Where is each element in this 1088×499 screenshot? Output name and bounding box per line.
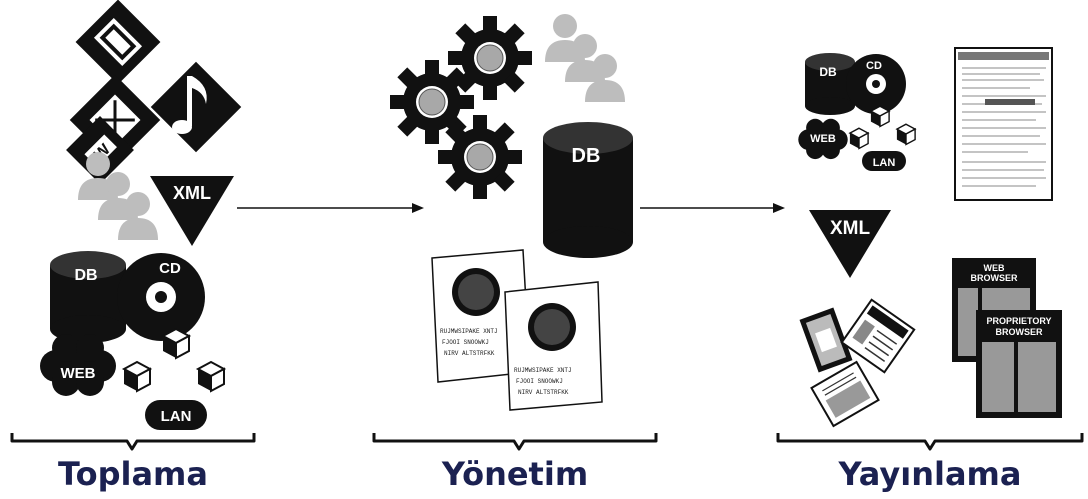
doc-text-line-3: NIRV ALTSTRFKK	[444, 350, 495, 357]
cubes-left	[123, 328, 225, 392]
web-cloud-left: WEB	[40, 334, 116, 396]
doc-text-line-1: RUJMWSIPAKE XNTJ	[440, 328, 498, 335]
web-browser-label-1: WEB	[984, 263, 1005, 273]
stage-label-yayinlama: Yayınlama	[838, 455, 1022, 493]
xml-label: XML	[173, 183, 211, 203]
film-card-icon	[75, 0, 161, 85]
book-icon	[799, 307, 853, 373]
cd-icon-left: CD	[117, 253, 205, 341]
web-label: WEB	[61, 365, 96, 382]
people-icon-center	[545, 14, 625, 102]
music-card-icon	[150, 61, 242, 153]
db-label-center: DB	[572, 145, 601, 167]
proprietory-browser-icon: PROPRIETORY BROWSER	[976, 310, 1062, 418]
cd-label-right: CD	[866, 60, 882, 72]
proprietory-browser-label-1: PROPRIETORY	[986, 316, 1051, 326]
stage-label-yonetim: Yönetim	[441, 455, 589, 493]
doc-text-line-2-front: FJOOI SNOOWKJ	[516, 378, 563, 385]
music-note-icon	[172, 76, 207, 134]
cd-label: CD	[159, 260, 181, 277]
db-label: DB	[74, 267, 97, 284]
brace-yonetim	[372, 433, 658, 451]
gears-icon	[389, 15, 533, 200]
document-page-front: RUJMWSIPAKE XNTJ FJOOI SNOOWKJ NIRV ALTS…	[504, 281, 603, 411]
proprietory-browser-label-2: BROWSER	[996, 327, 1044, 337]
db-cylinder-center: DB	[543, 122, 633, 258]
doc-text-line-1-front: RUJMWSIPAKE XNTJ	[514, 367, 572, 374]
brace-toplama	[10, 433, 256, 451]
doc-text-line-2: FJOOI SNOOWKJ	[442, 339, 489, 346]
media-icons-group: W	[66, 0, 242, 184]
lan-pill-left: LAN	[145, 400, 207, 430]
stage-label-toplama: Toplama	[58, 455, 208, 493]
web-label-right: WEB	[810, 133, 836, 145]
web-cloud-right: WEB	[798, 118, 848, 160]
lan-label: LAN	[161, 408, 192, 425]
xml-triangle-left: XML	[150, 176, 234, 246]
arrow-manage-to-publish	[640, 203, 785, 213]
db-label-right: DB	[819, 65, 837, 79]
doc-text-line-3-front: NIRV ALTSTRFKK	[518, 389, 569, 396]
db-cylinder-left: DB	[50, 251, 126, 343]
periodical-icon	[840, 298, 916, 374]
cd-icon-right: CD	[846, 54, 906, 114]
arrow-collect-to-manage	[237, 203, 424, 213]
cubes-right	[849, 105, 916, 150]
web-browser-label-2: BROWSER	[971, 273, 1019, 283]
print-media-icons	[799, 298, 916, 428]
xml-triangle-right: XML	[809, 210, 891, 278]
lan-pill-right: LAN	[862, 151, 906, 171]
xml-label-right: XML	[830, 218, 871, 239]
printed-document-icon	[954, 47, 1053, 201]
lan-label-right: LAN	[873, 157, 896, 169]
brochure-icon	[810, 360, 880, 428]
brace-yayinlama	[776, 433, 1084, 451]
